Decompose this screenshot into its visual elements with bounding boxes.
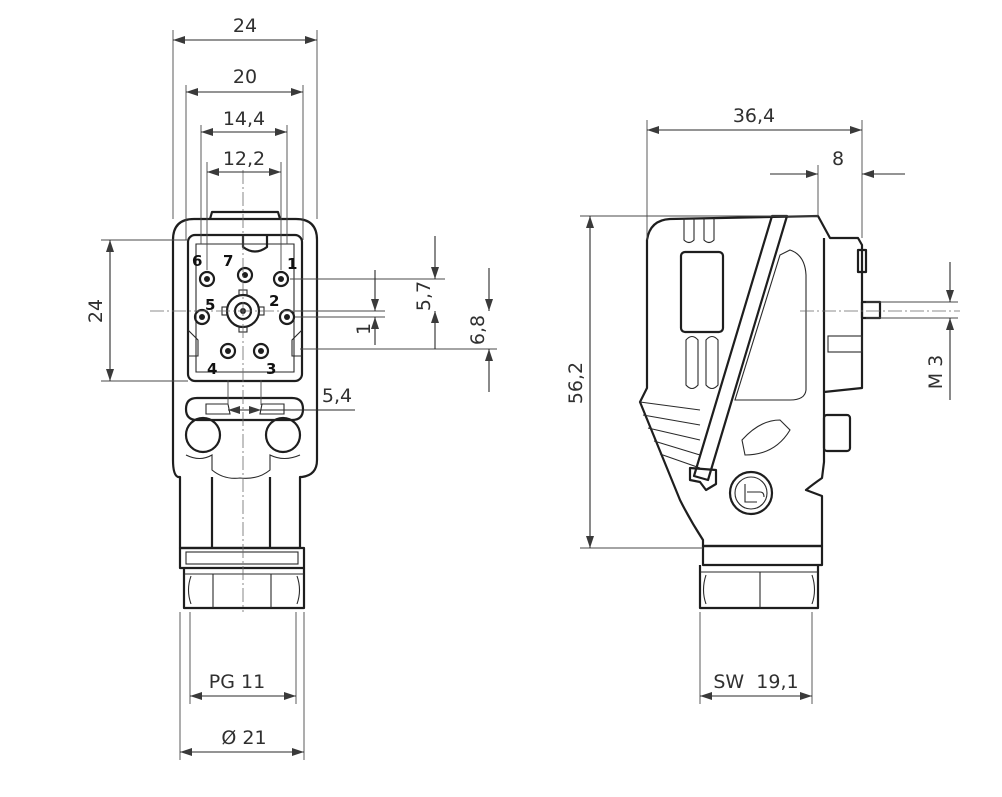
side-top-slots: [683, 218, 715, 244]
contact-window-inner: [195, 243, 295, 373]
side-face-key: [827, 335, 863, 353]
dim-14-4: 14,4: [223, 108, 265, 130]
pin-label-4: 4: [207, 360, 217, 378]
coding-notch: [241, 235, 269, 253]
side-gland-nut: [698, 565, 820, 610]
front-view: 1 2 3 4 5 6 7: [85, 15, 497, 760]
gland-collar-inner: [185, 551, 299, 565]
side-slot-a: [685, 335, 699, 390]
pin-label-6: 6: [192, 252, 202, 270]
dim-5-4: 5,4: [322, 385, 352, 407]
latch-window: [734, 249, 807, 401]
dim-20: 20: [233, 66, 257, 88]
screw-tip: [860, 300, 882, 320]
dim-24-left: 24: [85, 299, 107, 323]
lug-contour: [185, 454, 301, 479]
side-pin-a: [856, 248, 868, 274]
dim-8: 8: [832, 148, 844, 170]
brand-logo: [728, 470, 774, 516]
latch-arm: [692, 214, 789, 482]
screw-head-left: [184, 416, 222, 454]
pin-label-2: 2: [269, 292, 279, 310]
dim-pg11: PG 11: [209, 671, 265, 693]
pin-label-1: 1: [287, 255, 297, 273]
pin-label-7: 7: [223, 252, 233, 270]
right-notch: [291, 329, 303, 357]
slot-left: [205, 403, 231, 415]
left-notch: [187, 329, 199, 357]
dim-m3: M 3: [925, 355, 947, 390]
front-extension-lines: [101, 30, 497, 760]
neck-lines: [210, 477, 272, 548]
pin-label-5: 5: [205, 296, 215, 314]
dim-36-4: 36,4: [733, 105, 775, 127]
side-view: 36,4 8 56,2 M 3 SW 19,1: [565, 105, 960, 704]
side-slot-b: [705, 335, 719, 390]
dim-12-2: 12,2: [223, 148, 265, 170]
dim-5-7: 5,7: [413, 281, 435, 311]
gland-nut-facets: [184, 573, 304, 608]
dim-diameter-21: Ø 21: [221, 727, 266, 749]
contact-window: [186, 233, 304, 383]
screw-head-right: [264, 416, 302, 454]
side-window: [679, 250, 725, 334]
dim-sw-19-1: SW 19,1: [713, 671, 798, 693]
pin-label-3: 3: [266, 360, 276, 378]
side-lug: [822, 413, 852, 453]
dim-6-8: 6,8: [467, 315, 489, 345]
dim-56-2: 56,2: [565, 362, 587, 404]
dim-1: 1: [353, 323, 375, 335]
front-top-tab: [208, 210, 282, 220]
gland-collar: [178, 546, 306, 570]
side-oval-slot: [741, 419, 791, 456]
screw-lug-bar: [184, 396, 305, 422]
slot-right: [259, 403, 285, 415]
front-housing-outline: [171, 217, 319, 550]
side-ribs: [639, 401, 701, 469]
dim-24-top: 24: [233, 15, 257, 37]
side-gland-collar: [701, 544, 824, 567]
latch-hook: [688, 466, 718, 492]
side-extension-lines: [580, 120, 958, 704]
side-gland-facets: [700, 571, 818, 608]
side-housing-outline: [638, 214, 864, 548]
gland-nut: [182, 568, 306, 610]
